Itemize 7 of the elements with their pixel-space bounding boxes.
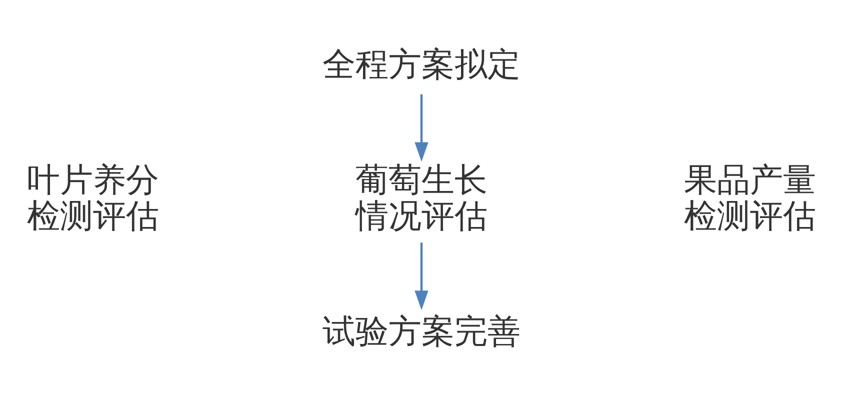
node-text: 全程方案拟定	[322, 44, 520, 83]
node-text: 试验方案完善	[322, 310, 520, 350]
arrow	[414, 94, 428, 162]
node-text: 叶片养分检测评估	[27, 159, 159, 234]
node-text: 葡萄生长情况评估	[356, 159, 488, 234]
node-text: 果品产量检测评估	[684, 159, 816, 234]
arrow	[414, 242, 428, 310]
